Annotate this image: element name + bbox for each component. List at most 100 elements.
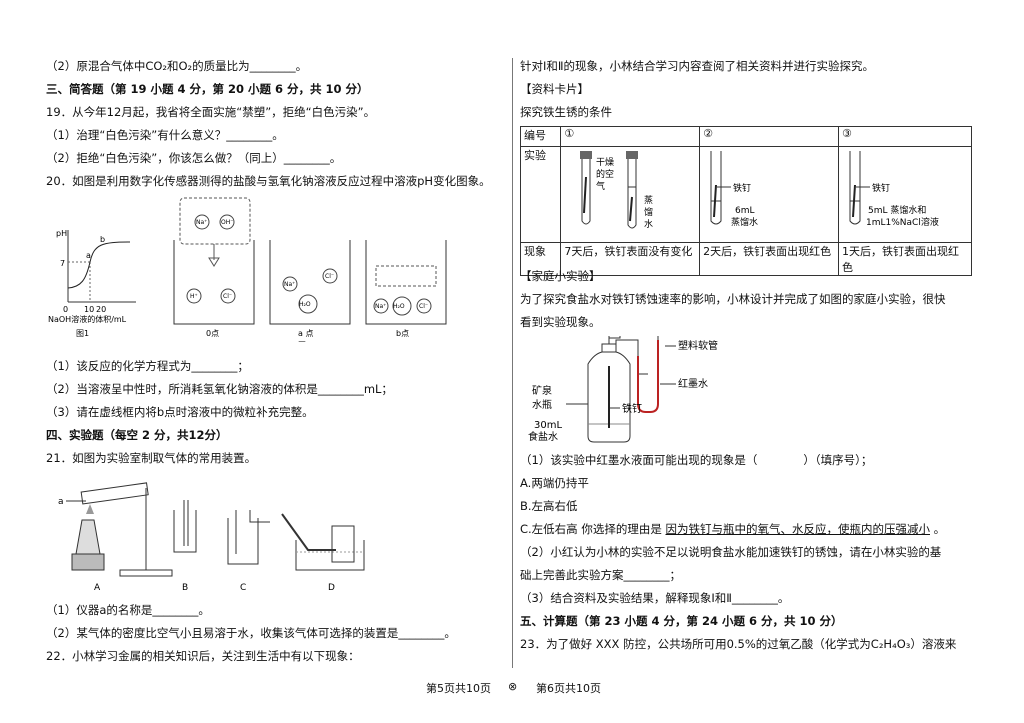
svg-text:蒸馏水: 蒸馏水 (731, 216, 758, 228)
tube-diagram-2: 铁钉 6mL 蒸馏水 (710, 151, 758, 228)
exp-3: 铁钉 5mL 蒸馏水和 1mL1%NaCl溶液 (838, 146, 972, 243)
tube-diagram-1: 干燥 的空 气 蒸 馏 水 (580, 151, 653, 230)
q19-text: 19．从今年12月起，我省将全面实施“禁塑”，拒绝“白色污染”。 (46, 105, 376, 119)
rq2-text-1: （2）小红认为小林的实验不足以说明食盐水能加速铁钉的锈蚀，请在小林实验的基 (520, 545, 942, 559)
apparatus-B: B (173, 500, 197, 593)
svg-text:H⁺: H⁺ (190, 293, 198, 300)
section3-title: 三、简答题（第 19 小题 4 分，第 20 小题 6 分，共 10 分） (46, 82, 369, 96)
left-page: （2）原混合气体中CO₂和O₂的质量比为________。 三、简答题（第 19… (46, 0, 508, 723)
q18-part2: （2）原混合气体中CO₂和O₂的质量比为________。 (46, 59, 308, 73)
svg-text:D: D (328, 583, 335, 593)
svg-text:1mL1%NaCl溶液: 1mL1%NaCl溶液 (866, 216, 939, 228)
svg-text:7: 7 (60, 259, 65, 268)
exp-2: 铁钉 6mL 蒸馏水 (699, 146, 839, 243)
q19-part1: （1）治理“白色污染”有什么意义？________。 (46, 128, 284, 142)
option-b: B.左高右低 (520, 499, 578, 513)
svg-text:a: a (58, 497, 64, 507)
svg-text:b点: b点 (396, 329, 409, 338)
particle-beakers: Na⁺ OH⁻ H⁺ Cl⁻ 0点 Na⁺ Cl⁻ H₂O a 点 图2 (173, 197, 447, 342)
svg-text:Cl⁻: Cl⁻ (419, 303, 428, 310)
svg-text:NaOH溶液的体积/mL: NaOH溶液的体积/mL (48, 314, 127, 324)
home-text-2: 看到实验现象。 (520, 315, 601, 329)
section4-title: 四、实验题（每空 2 分，共12分） (46, 428, 228, 442)
svg-text:Na⁺: Na⁺ (284, 281, 295, 288)
card-title: 【资料卡片】 (520, 82, 589, 96)
svg-text:H₂O: H₂O (393, 303, 405, 310)
svg-text:0: 0 (63, 305, 68, 314)
page-divider (512, 58, 513, 668)
svg-text:H₂O: H₂O (299, 301, 311, 308)
svg-text:a: a (86, 251, 91, 260)
home-experiment-figure: 塑料软管 红墨水 矿泉 水瓶 铁钉 30mL 食盐水 (528, 336, 718, 443)
rust-table: 编号 ① ② ③ 实验 干燥 的空 气 蒸 馏 (519, 126, 972, 276)
svg-text:图2: 图2 (298, 341, 311, 342)
svg-text:塑料软管: 塑料软管 (678, 339, 718, 352)
svg-text:B: B (182, 583, 188, 593)
apparatus-D: D (281, 513, 365, 593)
intro-text: 针对Ⅰ和Ⅱ的现象，小林结合学习内容查阅了相关资料并进行实验探究。 (520, 59, 875, 73)
svg-text:pH: pH (56, 229, 67, 238)
rq1-text: （1）该实验中红墨水液面可能出现的现象是（ ）（填序号）； (520, 453, 873, 467)
svg-text:矿泉: 矿泉 (532, 384, 552, 397)
header-observation: 现象 (519, 242, 562, 276)
ph-graph: pH 7 a b 0 10 20 NaOH溶液的体积/mL 图1 (48, 229, 136, 338)
apparatus-C: C (227, 510, 270, 593)
option-c-end: 。 (930, 522, 946, 536)
svg-text:Na⁺: Na⁺ (375, 303, 386, 310)
svg-text:图1: 图1 (76, 329, 89, 338)
svg-text:食盐水: 食盐水 (528, 430, 558, 443)
obs-1: 7天后，铁钉表面没有变化 (560, 242, 701, 276)
svg-text:a 点: a 点 (298, 329, 313, 338)
ph-figures: pH 7 a b 0 10 20 NaOH溶液的体积/mL 图1 Na⁺ OH⁻ (48, 197, 447, 342)
lab-apparatus: a A B C D (58, 482, 365, 593)
col-2: ② (699, 126, 839, 147)
footer-binding-icon: ⊗ (508, 680, 518, 693)
obs-3: 1天后，铁钉表面出现红色 (838, 242, 972, 276)
option-c-reason: 因为铁钉与瓶中的氧气、水反应，使瓶内的压强减小 (665, 522, 931, 536)
q20-part1: （1）该反应的化学方程式为________； (46, 359, 249, 373)
q21-part1: （1）仪器a的名称是________。 (46, 603, 210, 617)
section5-title: 五、计算题（第 23 小题 4 分，第 24 小题 6 分，共 10 分） (520, 614, 843, 628)
q20-part3: （3）请在虚线框内将b点时溶液中的微粒补充完整。 (46, 405, 314, 419)
rq3-text: （3）结合资料及实验结果，解释现象Ⅰ和Ⅱ________。 (520, 591, 790, 605)
home-title: 【家庭小实验】 (520, 269, 601, 283)
q19-part2: （2）拒绝“白色污染”，你该怎么做？（同上）________。 (46, 151, 342, 165)
svg-text:的空: 的空 (596, 168, 614, 180)
q23-text: 23．为了做好 XXX 防控，公共场所可用0.5%的过氧乙酸（化学式为C₂H₄O… (520, 637, 957, 651)
svg-text:铁钉: 铁钉 (622, 402, 642, 415)
q22-text: 22．小林学习金属的相关知识后，关注到生活中有以下现象： (46, 649, 360, 663)
svg-text:OH⁻: OH⁻ (221, 219, 233, 226)
q20-text: 20．如图是利用数字化传感器测得的盐酸与氢氧化钠溶液反应过程中溶液pH变化图象。 (46, 174, 491, 188)
header-number: 编号 (519, 126, 562, 147)
footer-right-page: 第6页共10页 (536, 682, 601, 695)
svg-text:A: A (94, 583, 101, 593)
svg-text:5mL 蒸馏水和: 5mL 蒸馏水和 (868, 204, 926, 216)
exp-1: 干燥 的空 气 蒸 馏 水 (560, 146, 701, 243)
header-experiment: 实验 (519, 146, 562, 243)
svg-text:Cl⁻: Cl⁻ (223, 293, 232, 300)
obs-2: 2天后，铁钉表面出现红色 (699, 242, 839, 276)
rq2-text-2: 础上完善此实验方案________； (520, 568, 681, 582)
col-3: ③ (838, 126, 972, 147)
svg-text:气: 气 (596, 180, 605, 192)
svg-text:水瓶: 水瓶 (532, 398, 552, 411)
svg-text:b: b (100, 235, 105, 244)
tube-diagram-3: 铁钉 5mL 蒸馏水和 1mL1%NaCl溶液 (849, 151, 939, 228)
svg-text:水: 水 (644, 218, 653, 230)
right-page: 针对Ⅰ和Ⅱ的现象，小林结合学习内容查阅了相关资料并进行实验探究。 【资料卡片】 … (519, 0, 982, 723)
col-1: ① (560, 126, 701, 147)
svg-text:铁钉: 铁钉 (872, 182, 890, 194)
svg-text:馏: 馏 (644, 206, 653, 218)
q21-text: 21．如图为实验室制取气体的常用装置。 (46, 451, 257, 465)
svg-text:红墨水: 红墨水 (678, 377, 708, 390)
svg-text:蒸: 蒸 (644, 194, 653, 206)
q20-part2: （2）当溶液呈中性时，所消耗氢氧化钠溶液的体积是________mL； (46, 382, 393, 396)
svg-text:Cl⁻: Cl⁻ (325, 273, 334, 280)
apparatus-A: a A (58, 482, 173, 593)
svg-text:C: C (240, 583, 246, 593)
svg-text:6mL: 6mL (735, 206, 755, 216)
option-c: C.左低右高 你选择的理由是 因为铁钉与瓶中的氧气、水反应，使瓶内的压强减小 。 (520, 521, 945, 537)
svg-text:0点: 0点 (206, 329, 219, 338)
q21-part2: （2）某气体的密度比空气小且易溶于水，收集该气体可选择的装置是________。 (46, 626, 456, 640)
svg-text:30mL: 30mL (534, 420, 562, 431)
